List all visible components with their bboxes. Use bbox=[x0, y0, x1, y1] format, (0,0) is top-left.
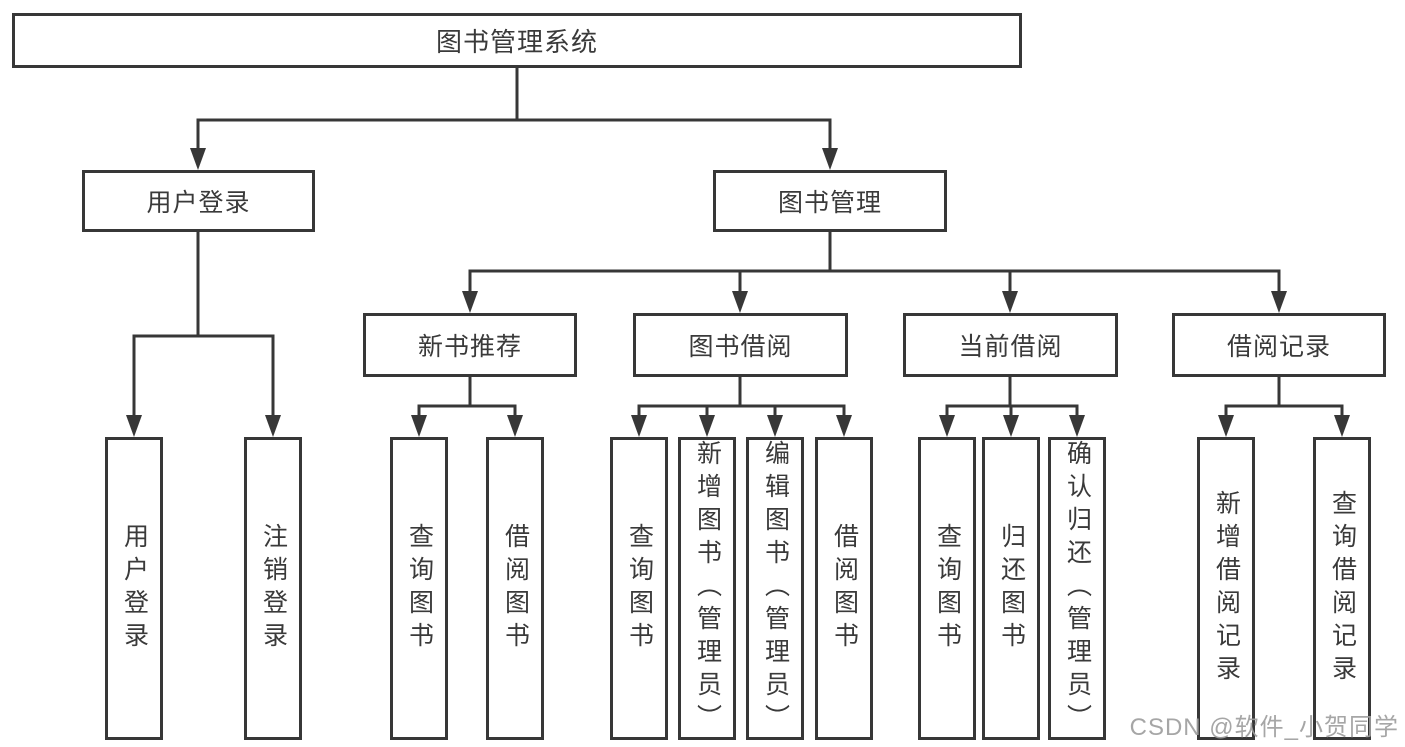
leaf-logout: 注销登录 bbox=[244, 437, 302, 740]
leaf-borrow-books-2: 借阅图书 bbox=[815, 437, 873, 740]
node-label: 借阅图书 bbox=[501, 522, 530, 655]
node-label: 新增借阅记录 bbox=[1212, 489, 1241, 688]
leaf-return-book: 归还图书 bbox=[982, 437, 1040, 740]
node-user-login: 用户登录 bbox=[82, 170, 315, 232]
node-label: 新增图书（管理员） bbox=[693, 440, 722, 737]
node-label: 图书管理系统 bbox=[435, 27, 598, 57]
leaf-query-borrow-record: 查询借阅记录 bbox=[1313, 437, 1371, 740]
node-current-borrowing: 当前借阅 bbox=[903, 313, 1118, 377]
node-label: 用户登录 bbox=[120, 522, 149, 655]
node-label: 确认归还（管理员） bbox=[1063, 440, 1092, 737]
node-label: 查询借阅记录 bbox=[1328, 489, 1357, 688]
leaf-user-login: 用户登录 bbox=[105, 437, 163, 740]
leaf-query-books-3: 查询图书 bbox=[918, 437, 976, 740]
node-label: 新书推荐 bbox=[417, 333, 522, 361]
node-label: 编辑图书（管理员） bbox=[761, 440, 790, 737]
csdn-watermark: CSDN @软件_小贺同学 bbox=[1129, 714, 1399, 741]
node-library-management-system: 图书管理系统 bbox=[12, 13, 1022, 68]
node-label: 借阅图书 bbox=[830, 522, 859, 655]
leaf-query-books-1: 查询图书 bbox=[390, 437, 448, 740]
node-label: 借阅记录 bbox=[1226, 333, 1331, 361]
leaf-add-borrow-record: 新增借阅记录 bbox=[1197, 437, 1255, 740]
leaf-add-book-admin: 新增图书（管理员） bbox=[678, 437, 736, 740]
leaf-confirm-return-admin: 确认归还（管理员） bbox=[1048, 437, 1106, 740]
leaf-edit-book-admin: 编辑图书（管理员） bbox=[746, 437, 804, 740]
node-label: 当前借阅 bbox=[958, 333, 1063, 361]
leaf-query-books-2: 查询图书 bbox=[610, 437, 668, 740]
node-label: 图书管理 bbox=[777, 189, 882, 217]
node-book-management: 图书管理 bbox=[713, 170, 947, 232]
node-label: 注销登录 bbox=[259, 522, 288, 655]
node-borrowing-records: 借阅记录 bbox=[1172, 313, 1386, 377]
leaf-borrow-books-1: 借阅图书 bbox=[486, 437, 544, 740]
node-book-borrowing: 图书借阅 bbox=[633, 313, 848, 377]
node-label: 查询图书 bbox=[933, 522, 962, 655]
node-label: 归还图书 bbox=[997, 522, 1026, 655]
node-new-book-recommend: 新书推荐 bbox=[363, 313, 577, 377]
node-label: 查询图书 bbox=[625, 522, 654, 655]
node-label: 查询图书 bbox=[405, 522, 434, 655]
node-label: 图书借阅 bbox=[688, 333, 793, 361]
node-label: 用户登录 bbox=[146, 189, 251, 217]
